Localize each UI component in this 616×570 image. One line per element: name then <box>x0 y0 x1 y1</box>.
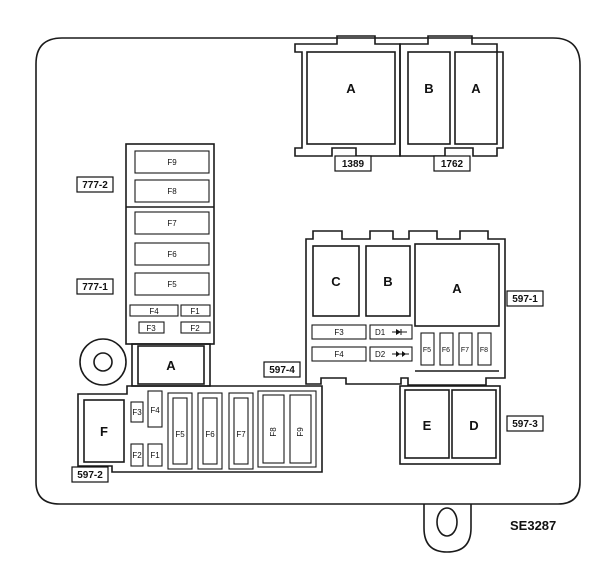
svg-text:1762: 1762 <box>441 159 464 170</box>
relay-label: C <box>331 274 341 289</box>
relay-label: A <box>166 358 176 373</box>
fuse-f6: F6 <box>442 347 450 354</box>
tag-777-2: 777-2 <box>76 176 114 193</box>
fuse-f7: F7 <box>236 430 246 439</box>
fuse-f2: F2 <box>132 451 142 460</box>
relay-label: D <box>469 418 478 433</box>
svg-text:597-1: 597-1 <box>512 294 538 305</box>
fuse-f6: F6 <box>167 250 177 259</box>
tag-777-1: 777-1 <box>76 278 114 295</box>
fuse-f5: F5 <box>423 347 431 354</box>
fuse-f6: F6 <box>205 430 215 439</box>
svg-text:1389: 1389 <box>342 159 365 170</box>
svg-text:777-1: 777-1 <box>82 282 108 293</box>
relay-label: A <box>471 81 481 96</box>
relay-label: A <box>452 281 462 296</box>
fuse-f4: F4 <box>334 350 344 359</box>
tag-597-2: 597-2 <box>71 466 109 483</box>
fuse-f7: F7 <box>167 219 177 228</box>
tag-597-3: 597-3 <box>506 415 544 432</box>
fuse-f8: F8 <box>480 347 488 354</box>
relay-left-a: A <box>131 343 211 387</box>
mounting-boss <box>79 338 127 386</box>
fuse-f3: F3 <box>146 324 156 333</box>
svg-text:597-3: 597-3 <box>512 419 538 430</box>
diode-symbol-icon <box>392 351 409 357</box>
relay-label: B <box>383 274 392 289</box>
relay-block-597: C B A F3 F4 D1 D2 F5 F6 F7 <box>305 230 506 386</box>
fuse-f3: F3 <box>132 408 142 417</box>
tag-597-1: 597-1 <box>506 290 544 307</box>
diode-d2: D2 <box>375 350 386 359</box>
fuse-f9: F9 <box>167 158 177 167</box>
fuse-f1: F1 <box>190 307 200 316</box>
fuse-f7: F7 <box>461 347 469 354</box>
fuse-f4: F4 <box>150 406 160 415</box>
fuse-f9: F9 <box>296 427 305 437</box>
fuse-large-f: F <box>100 424 108 439</box>
relay-block-597-3: E D <box>399 385 501 465</box>
relay-block-1389: A <box>294 35 401 157</box>
fuse-block-777: F9 F8 F7 F6 F5 F4 F1 F3 F2 <box>125 143 215 345</box>
relay-block-1762: B A <box>399 35 504 157</box>
relay-label: A <box>346 81 356 96</box>
fuse-f2: F2 <box>190 324 200 333</box>
relay-label: B <box>424 81 433 96</box>
svg-text:597-2: 597-2 <box>77 470 103 481</box>
fuse-f5: F5 <box>175 430 185 439</box>
svg-text:777-2: 777-2 <box>82 180 108 191</box>
fuse-f5: F5 <box>167 280 177 289</box>
housing-outline <box>35 37 581 505</box>
fuse-f4: F4 <box>149 307 159 316</box>
diagram-id: SE3287 <box>510 518 556 533</box>
fuse-f8: F8 <box>167 187 177 196</box>
fuse-f8: F8 <box>269 427 278 437</box>
tag-1762: 1762 <box>433 155 471 172</box>
diode-d1: D1 <box>375 328 386 337</box>
fuse-f3: F3 <box>334 328 344 337</box>
mounting-tab <box>423 504 472 553</box>
diode-symbol-icon <box>392 329 407 335</box>
tag-597-4: 597-4 <box>263 361 301 378</box>
relay-label: E <box>423 418 432 433</box>
svg-text:597-4: 597-4 <box>269 365 295 376</box>
tag-1389: 1389 <box>334 155 372 172</box>
fuse-f1: F1 <box>150 451 160 460</box>
fuse-block-597-2: F F3 F4 F2 F1 F5 F6 F7 F8 F9 <box>77 385 323 473</box>
